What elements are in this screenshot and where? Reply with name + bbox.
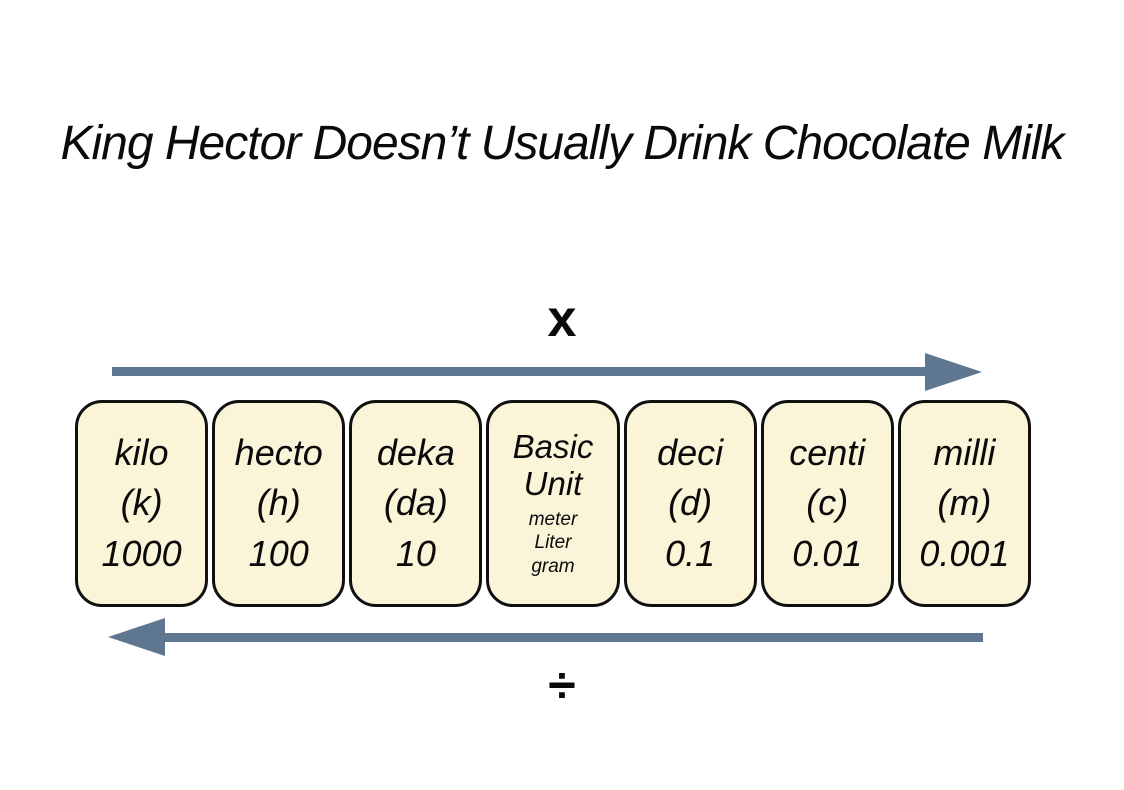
unit-meter: meter bbox=[528, 509, 578, 531]
prefix-value: 0.1 bbox=[665, 532, 716, 574]
prefix-name: deci bbox=[657, 431, 724, 473]
prefix-value: 10 bbox=[395, 532, 436, 574]
prefix-symbol: (h) bbox=[256, 482, 301, 524]
prefix-value: 0.001 bbox=[919, 532, 1010, 574]
prefix-value: 1000 bbox=[101, 532, 182, 574]
prefix-name: milli bbox=[933, 431, 996, 473]
prefix-name: centi bbox=[789, 431, 866, 473]
unit-gram: gram bbox=[531, 555, 575, 577]
basic-unit-box: Basic Unit meter Liter gram bbox=[486, 400, 620, 607]
prefix-box-deka: deka (da) 10 bbox=[349, 400, 483, 607]
prefix-box-centi: centi (c) 0.01 bbox=[760, 400, 894, 607]
prefix-symbol: (da) bbox=[383, 482, 448, 524]
prefix-symbol: (d) bbox=[668, 482, 713, 524]
prefix-box-deci: deci (d) 0.1 bbox=[623, 400, 757, 607]
mnemonic-title: King Hector Doesn’t Usually Drink Chocol… bbox=[60, 117, 1064, 170]
prefix-value: 100 bbox=[248, 532, 309, 574]
basic-unit-examples: meter Liter gram bbox=[529, 508, 578, 578]
right-arrow-line bbox=[112, 367, 928, 376]
prefix-name: kilo bbox=[114, 431, 169, 473]
prefix-symbol: (c) bbox=[806, 482, 849, 524]
prefix-value: 0.01 bbox=[792, 532, 863, 574]
left-arrow-line bbox=[158, 633, 983, 642]
prefix-name: hecto bbox=[234, 431, 323, 473]
divide-symbol: ÷ bbox=[548, 657, 576, 713]
prefix-name: deka bbox=[376, 431, 455, 473]
unit-liter: Liter bbox=[534, 532, 572, 554]
multiply-symbol: x bbox=[547, 290, 577, 348]
prefix-symbol: (k) bbox=[120, 482, 163, 524]
right-arrowhead-icon bbox=[925, 353, 982, 391]
prefix-symbol: (m) bbox=[937, 482, 992, 524]
prefix-box-kilo: kilo (k) 1000 bbox=[75, 400, 209, 607]
prefix-box-milli: milli (m) 0.001 bbox=[897, 400, 1031, 607]
basic-unit-label: Basic Unit bbox=[512, 428, 594, 503]
prefix-scale-row: kilo (k) 1000 hecto (h) 100 deka (da) 10… bbox=[75, 400, 1031, 607]
left-arrowhead-icon bbox=[108, 618, 165, 656]
prefix-box-hecto: hecto (h) 100 bbox=[212, 400, 346, 607]
